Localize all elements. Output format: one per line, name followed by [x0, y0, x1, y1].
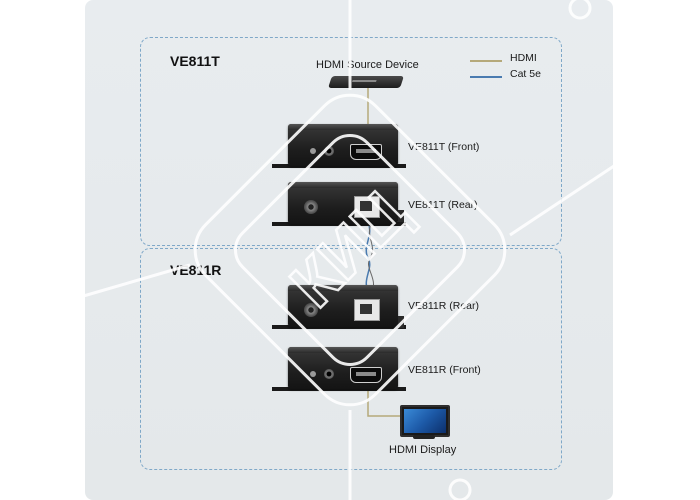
- rx-front-label: VE811R (Front): [408, 364, 481, 376]
- tx-rear-rj45-port-icon: [354, 196, 380, 218]
- tx-front-label: VE811T (Front): [408, 141, 480, 153]
- rx-rear-device: [288, 285, 398, 327]
- rx-rear-rj45-port-icon: [354, 299, 380, 321]
- legend-cat5e-swatch: [470, 76, 502, 78]
- transmitter-zone-title: VE811T: [170, 53, 220, 69]
- tx-front-device: [288, 124, 398, 166]
- display-label: HDMI Display: [389, 444, 457, 456]
- rx-front-hdmi-port-icon: [350, 367, 382, 383]
- source-device-label: HDMI Source Device: [316, 59, 419, 71]
- rx-front-device: [288, 347, 398, 389]
- tx-front-jack-icon: [324, 146, 334, 156]
- legend-hdmi-swatch: [470, 60, 502, 62]
- tx-front-hdmi-port-icon: [350, 144, 382, 160]
- tx-rear-device: [288, 182, 398, 224]
- hdmi-display-icon: [400, 405, 450, 437]
- rx-front-jack-icon: [324, 369, 334, 379]
- rx-rear-side-connector-icon: [398, 316, 404, 328]
- tx-front-led-icon: [310, 148, 316, 154]
- cat5e-cable-twin: [368, 221, 374, 293]
- source-device-icon: [328, 76, 404, 88]
- tx-rear-side-connector-icon: [398, 210, 404, 222]
- rx-rear-label: VE811R (Rear): [408, 300, 479, 312]
- display-screen: [404, 409, 446, 433]
- legend-cat5e-label: Cat 5e: [510, 68, 541, 80]
- legend-hdmi-label: HDMI: [510, 52, 537, 64]
- tx-rear-power-jack-icon: [304, 200, 318, 214]
- tx-rear-label: VE811T (Rear): [408, 199, 478, 211]
- display-stand: [413, 435, 435, 439]
- rx-rear-power-jack-icon: [304, 303, 318, 317]
- rx-front-led-icon: [310, 371, 316, 377]
